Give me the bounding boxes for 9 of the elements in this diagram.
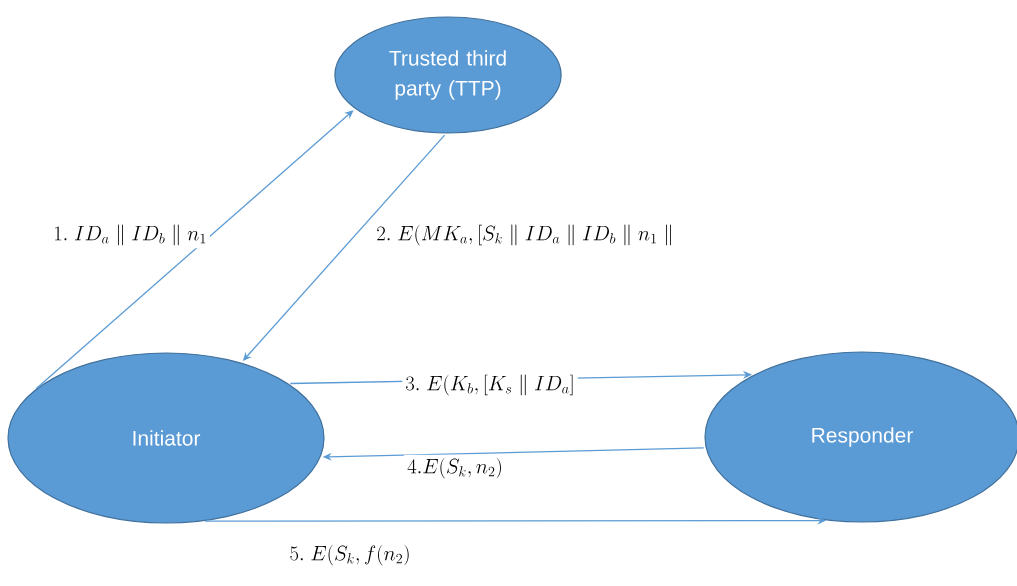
ellipse-node: Initiator — [7, 352, 325, 524]
arrow — [35, 110, 354, 390]
edge-label: $3.\ E(K_b, [K_s \parallel ID_a]$ — [402, 371, 578, 399]
ellipse-node: Responder — [704, 351, 1017, 523]
edge-label: $4.E(S_k, n_2)$ — [404, 454, 506, 482]
edge-label: $2.\ E(MK_a, [S_k \parallel ID_a \parallel ID_b \parallel n_1 \parallel$ — [373, 221, 677, 249]
edge-label: $5.\ E(S_k, f(n_2)$ — [286, 541, 414, 569]
edge-label: $1.\ ID_a \parallel ID_b \parallel n_1$ — [50, 221, 210, 249]
ellipse-node: Trusted third party (TTP) — [334, 16, 562, 134]
